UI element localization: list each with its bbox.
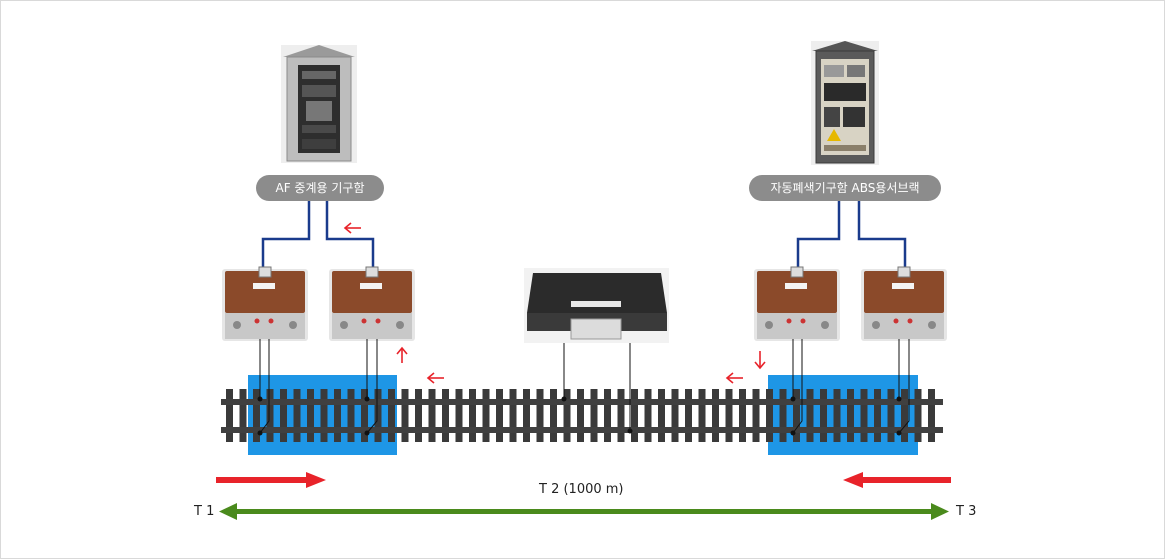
sleeper xyxy=(712,389,719,442)
sleeper xyxy=(388,389,395,442)
sleeper xyxy=(334,389,341,442)
tuning-unit-4 xyxy=(861,266,947,341)
sleeper xyxy=(361,389,368,442)
sleeper xyxy=(914,389,922,442)
sleeper xyxy=(698,389,706,442)
sleeper xyxy=(766,389,773,442)
cables-left xyxy=(261,201,375,269)
sleeper xyxy=(374,389,382,442)
sleeper xyxy=(820,389,827,442)
down-arrow-icon xyxy=(754,351,766,370)
abs-cabinet-image xyxy=(811,41,879,165)
left-arrow-icon xyxy=(343,222,361,234)
train-direction-arrow-right xyxy=(216,472,326,488)
sleeper xyxy=(658,389,665,442)
sleeper xyxy=(482,389,490,442)
sleeper xyxy=(428,389,436,442)
sleeper xyxy=(280,389,287,442)
sleeper xyxy=(496,389,503,442)
af-relay-cabinet-image xyxy=(281,45,357,163)
sleeper xyxy=(847,389,854,442)
sleeper xyxy=(455,389,463,442)
sleeper xyxy=(320,389,328,442)
sleeper xyxy=(536,389,544,442)
sleeper xyxy=(685,389,692,442)
sleeper xyxy=(307,389,314,442)
t1-label: T 1 xyxy=(194,504,215,519)
train-direction-arrow-left xyxy=(843,472,951,488)
sleeper xyxy=(671,389,679,442)
signal-flow-arrows xyxy=(343,222,766,384)
rail-connection-nodes xyxy=(257,396,902,436)
left-arrow-icon xyxy=(426,372,444,384)
sleeper xyxy=(779,389,787,442)
up-arrow-icon xyxy=(396,346,408,363)
sleeper xyxy=(590,389,598,442)
sleeper xyxy=(928,389,935,442)
tuning-unit-3 xyxy=(754,266,840,341)
tuning-unit-2 xyxy=(329,266,415,341)
sleeper xyxy=(469,389,476,442)
sleeper xyxy=(860,389,868,442)
railway-track xyxy=(221,389,943,442)
left-arrow-icon xyxy=(725,372,743,384)
section-span-arrow xyxy=(219,503,949,520)
sleeper xyxy=(739,389,746,442)
sleeper xyxy=(266,389,274,442)
af-relay-cabinet-label: AF 중계용 기구함 xyxy=(256,175,384,201)
sleeper xyxy=(523,389,530,442)
right-track-zone xyxy=(768,375,918,455)
sleeper xyxy=(833,389,841,442)
t3-label: T 3 xyxy=(956,504,977,519)
sleeper xyxy=(550,389,557,442)
sleeper xyxy=(604,389,611,442)
sleeper xyxy=(253,389,260,442)
rail-connection-wires xyxy=(259,339,910,434)
sleeper xyxy=(874,389,881,442)
sleeper xyxy=(509,389,517,442)
sleeper xyxy=(347,389,355,442)
sleeper xyxy=(401,389,409,442)
sleeper xyxy=(901,389,908,442)
sleeper xyxy=(793,389,800,442)
sleeper xyxy=(563,389,571,442)
sleeper xyxy=(752,389,760,442)
sleeper xyxy=(617,389,625,442)
sleeper xyxy=(226,389,233,442)
sleeper xyxy=(577,389,584,442)
sleeper xyxy=(806,389,814,442)
sleeper xyxy=(644,389,652,442)
sleeper xyxy=(631,389,638,442)
sleeper xyxy=(293,389,301,442)
sleeper xyxy=(442,389,449,442)
sleeper xyxy=(887,389,895,442)
sleeper xyxy=(725,389,733,442)
sleeper xyxy=(239,389,247,442)
cables-right xyxy=(796,201,907,269)
t2-label: T 2 (1000 m) xyxy=(539,482,624,497)
tuning-unit-1 xyxy=(222,266,308,341)
compensation-unit xyxy=(524,268,669,343)
sleeper xyxy=(415,389,422,442)
abs-cabinet-label: 자동폐색기구함 ABS용서브랙 xyxy=(749,175,941,201)
